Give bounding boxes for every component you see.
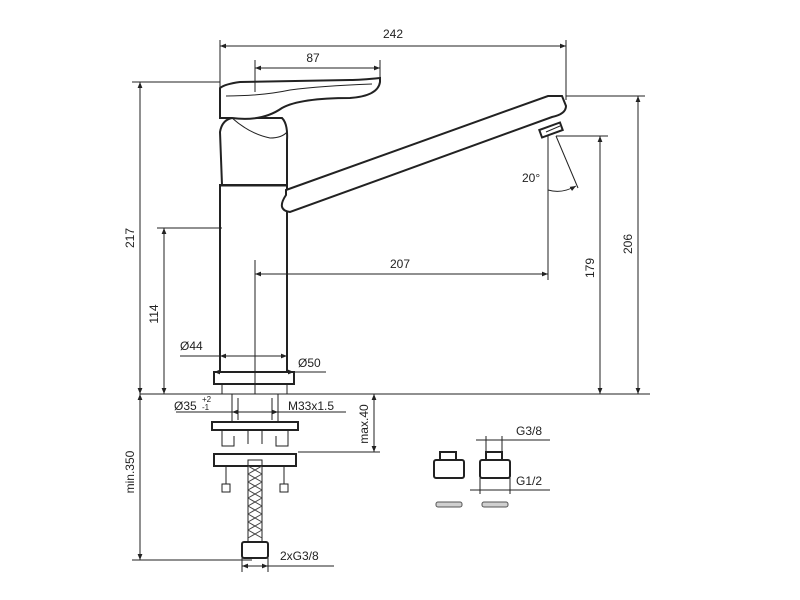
dim-thread: M33x1.5 [288, 399, 334, 413]
adapter-left [433, 451, 465, 508]
adapter-right [479, 451, 511, 508]
adapter-left-top [439, 451, 457, 461]
dim-base-diameter: Ø50 [298, 356, 321, 370]
dim-overall-width: 242 [383, 27, 403, 41]
lever-curve [231, 117, 288, 139]
dim-reach: 207 [390, 257, 410, 271]
dim-hole-diameter: Ø35 [174, 399, 197, 413]
aerator-line [545, 125, 561, 133]
fixing-leg-right [275, 430, 289, 447]
dim-lever-width: 87 [306, 51, 320, 65]
dim-hose-connection: 2xG3/8 [280, 549, 319, 563]
faucet-column [219, 184, 288, 376]
lever-handle [219, 76, 381, 120]
washer-right [481, 501, 509, 508]
bolt-nut-left [221, 483, 231, 493]
dim-max-deck: max.40 [357, 404, 371, 444]
dim-adapter-outer: G3/8 [516, 424, 542, 438]
base-plate [213, 371, 295, 385]
adapter-right-top [485, 451, 503, 461]
dim-body-diameter: Ø44 [180, 339, 203, 353]
dim-swivel-angle: 20° [522, 171, 540, 185]
fixing-leg-left [221, 430, 235, 447]
dim-adapter-inner: G1/2 [516, 474, 542, 488]
dim-hose-length: min.350 [123, 450, 137, 493]
adapter-right-body [479, 459, 511, 479]
dim-total-height: 217 [123, 228, 137, 248]
adapter-left-body [433, 459, 465, 479]
dim-outlet-height: 179 [583, 258, 597, 278]
dim-hole-tol-upper: +2 [202, 395, 212, 404]
mounting-assembly [211, 393, 299, 559]
bolt-nut-right [279, 483, 289, 493]
washer-left [435, 501, 463, 508]
lever-detail-line [225, 83, 373, 97]
hose-nut [241, 541, 269, 559]
dim-lower-height: 114 [147, 304, 161, 323]
fixing-plate [211, 421, 299, 431]
faucet-body [213, 76, 568, 394]
swivel-line [555, 135, 579, 189]
spout [280, 95, 568, 214]
extension-lines [132, 40, 645, 561]
swivel-arc [547, 185, 577, 192]
hose-braid-pattern [247, 465, 263, 539]
dim-spout-height: 206 [621, 234, 635, 254]
dim-hole-tol-lower: -1 [202, 403, 210, 412]
faucet-upper-column [218, 117, 289, 186]
thread-stem [231, 393, 279, 423]
